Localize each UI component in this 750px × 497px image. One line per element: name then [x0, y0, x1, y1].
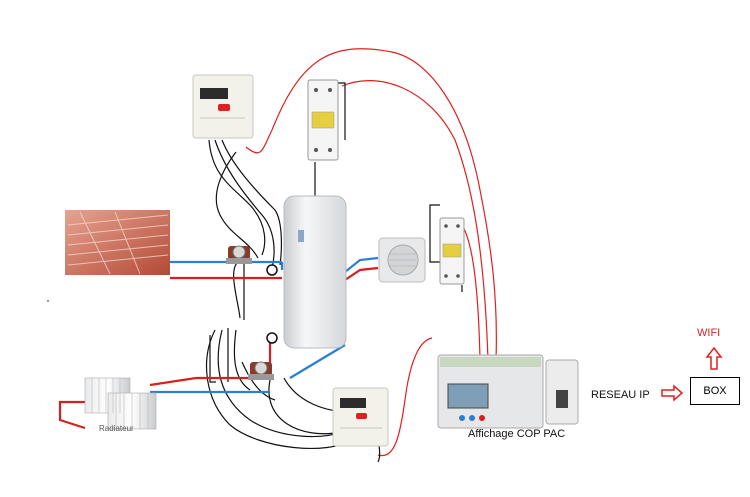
pipe-tee-upper [266, 264, 278, 276]
cop-display-label: Affichage COP PAC [468, 428, 566, 440]
radiator-icon [84, 377, 157, 430]
dinrail-module-icon [439, 217, 465, 285]
pipe-tee-lower [266, 332, 278, 344]
power-wires [205, 82, 463, 463]
water-heater-icon [283, 195, 347, 349]
arrow-up-icon [705, 346, 723, 370]
heat-meter-icon [192, 74, 254, 139]
heat-meter-icon [332, 387, 389, 447]
internet-box: BOX [690, 377, 740, 405]
box-label: BOX [703, 385, 727, 397]
pipes [58, 256, 379, 430]
radiator-label: Radiateur [99, 424, 134, 433]
dinrail-module-icon [307, 79, 339, 161]
circulator-pump-icon [248, 361, 274, 380]
plc-controller-icon [437, 354, 579, 429]
arrow-right-icon [661, 384, 684, 402]
wifi-label: WIFI [697, 327, 721, 339]
circulator-pump-icon [226, 245, 252, 264]
underfloor-heating-icon [65, 210, 170, 275]
ip-network-label: RESEAU IP [591, 389, 650, 401]
heatpump-icon [378, 237, 426, 283]
